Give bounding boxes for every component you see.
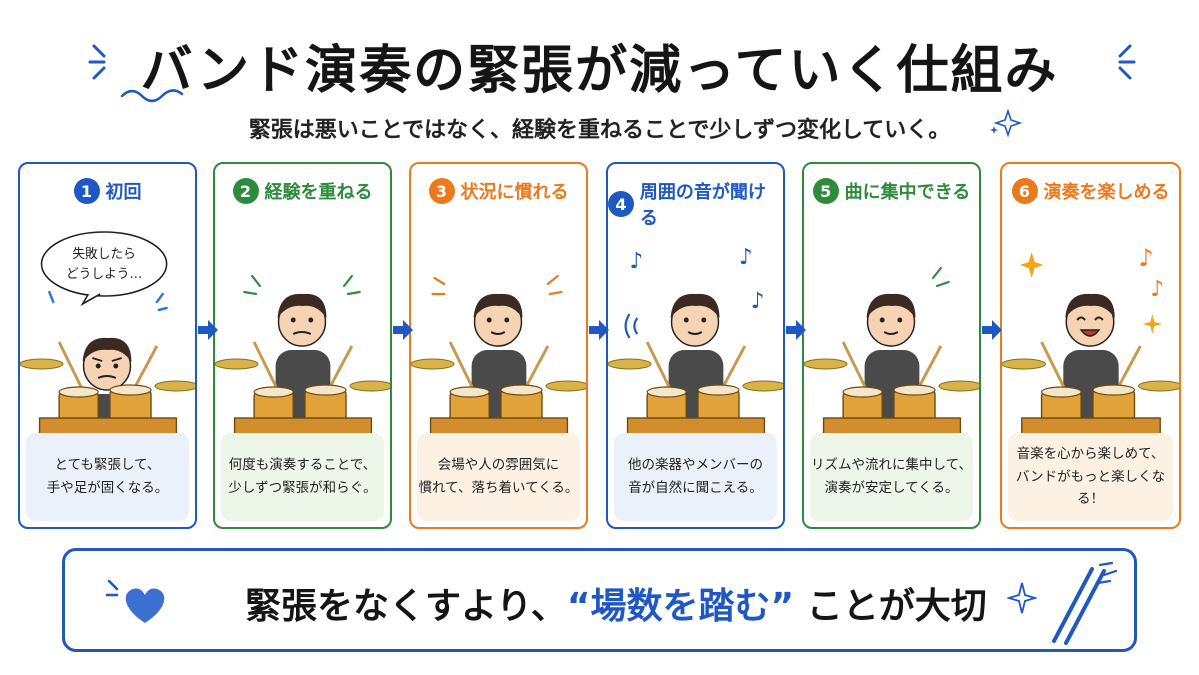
step-card-2: 2 経験を重ねる 何度も演奏することで、 少しずつ緊張が和らぐ。 [213, 162, 392, 529]
step-arrow-icon [198, 320, 218, 340]
page-subtitle: 緊張は悪いことではなく、経験を重ねることで少しずつ変化していく。 [248, 118, 951, 143]
drummer-illustration [411, 274, 586, 442]
key-message-box: 緊張をなくすより、“場数を踏む” ことが大切 [62, 548, 1137, 652]
step-card-5: 5 曲に集中できる リズムや流れに集中して、 演奏が安定してくる。 [802, 162, 981, 529]
step-caption: とても緊張して、 手や足が固くなる。 [26, 433, 189, 521]
svg-text:♪: ♪ [630, 249, 644, 274]
step-caption: 音楽を心から楽しめて、 バンドがもっと楽しくなる！ [1008, 433, 1173, 521]
step-title: 演奏を楽しめる [1043, 182, 1170, 203]
step-title: 曲に集中できる [844, 182, 971, 203]
key-message-after: ことが大切 [806, 586, 987, 627]
svg-text:♪: ♪ [751, 289, 765, 314]
step-arrow-icon [786, 320, 806, 340]
step-number-badge: 2 [232, 178, 259, 204]
drummer-illustration: 失敗したら どうしよう… [20, 231, 195, 442]
drummer-illustration: ♪♪ [1002, 244, 1179, 442]
step-header: 6 演奏を楽しめる [1002, 178, 1179, 204]
step-card-6: 6 演奏を楽しめる ♪♪ 音楽を心から楽しめて、 バンドがもっと楽しくなる！ [1000, 162, 1181, 529]
step-header: 3 状況に慣れる [411, 178, 586, 204]
key-message: 緊張をなくすより、“場数を踏む” ことが大切 [245, 577, 987, 629]
step-header: 5 曲に集中できる [804, 178, 979, 204]
step-header: 1 初回 [20, 178, 195, 204]
drummer-illustration: ♪ ♪ ♪ [608, 245, 783, 442]
step-arrow-icon [982, 320, 1002, 340]
step-caption: 何度も演奏することで、 少しずつ緊張が和らぐ。 [221, 433, 384, 521]
page-title: バンド演奏の緊張が減っていく仕組み [140, 41, 1059, 101]
sparkle-icon [1007, 582, 1037, 614]
step-header: 4 周囲の音が聞ける [608, 178, 783, 230]
thought-bubble-text: 失敗したら [72, 247, 136, 262]
step-caption: 会場や人の雰囲気に 慣れて、落ち着いてくる。 [417, 433, 580, 521]
drumsticks-icon [1052, 561, 1118, 645]
drummer-illustration [215, 274, 390, 442]
step-number-badge: 5 [812, 178, 839, 204]
step-number-badge: 6 [1011, 178, 1038, 204]
svg-text:♪: ♪ [739, 245, 753, 270]
step-number-badge: 3 [428, 178, 455, 204]
title-underline-squiggle-icon [120, 89, 184, 103]
step-header: 2 経験を重ねる [215, 178, 390, 204]
step-number-badge: 4 [608, 191, 634, 217]
step-arrow-icon [393, 320, 413, 340]
key-message-highlight: “場数を踏む” [566, 586, 795, 627]
drummer-illustration [804, 266, 979, 442]
step-title: 初回 [105, 182, 142, 203]
step-title: 経験を重ねる [264, 182, 373, 203]
subtitle-sparkle-icon [990, 108, 1022, 138]
step-caption: リズムや流れに集中して、 演奏が安定してくる。 [810, 433, 973, 521]
step-card-1: 1 初回 失敗したら どうしよう… とても緊張して、 手や足 [18, 162, 197, 529]
step-title: 状況に慣れる [460, 182, 569, 203]
svg-text:♪: ♪ [1138, 244, 1153, 272]
step-caption: 他の楽器やメンバーの 音が自然に聞こえる。 [614, 433, 777, 521]
step-title: 周囲の音が聞ける [639, 182, 766, 229]
heart-icon [105, 579, 165, 623]
svg-text:どうしよう…: どうしよう… [66, 267, 142, 282]
title-sparkle-right-icon [1118, 44, 1136, 80]
title-sparkle-left-icon [88, 44, 106, 80]
svg-text:♪: ♪ [1150, 277, 1164, 302]
step-arrow-icon [589, 320, 609, 340]
step-card-4: 4 周囲の音が聞ける ♪ ♪ ♪ 他の楽器やメンバーの 音が自然に聞こえる。 [606, 162, 785, 529]
step-card-3: 3 状況に慣れる 会場や人の雰囲気に 慣れて、落ち着いてくる。 [409, 162, 588, 529]
step-number-badge: 1 [73, 178, 100, 204]
key-message-before: 緊張をなくすより、 [245, 586, 567, 627]
